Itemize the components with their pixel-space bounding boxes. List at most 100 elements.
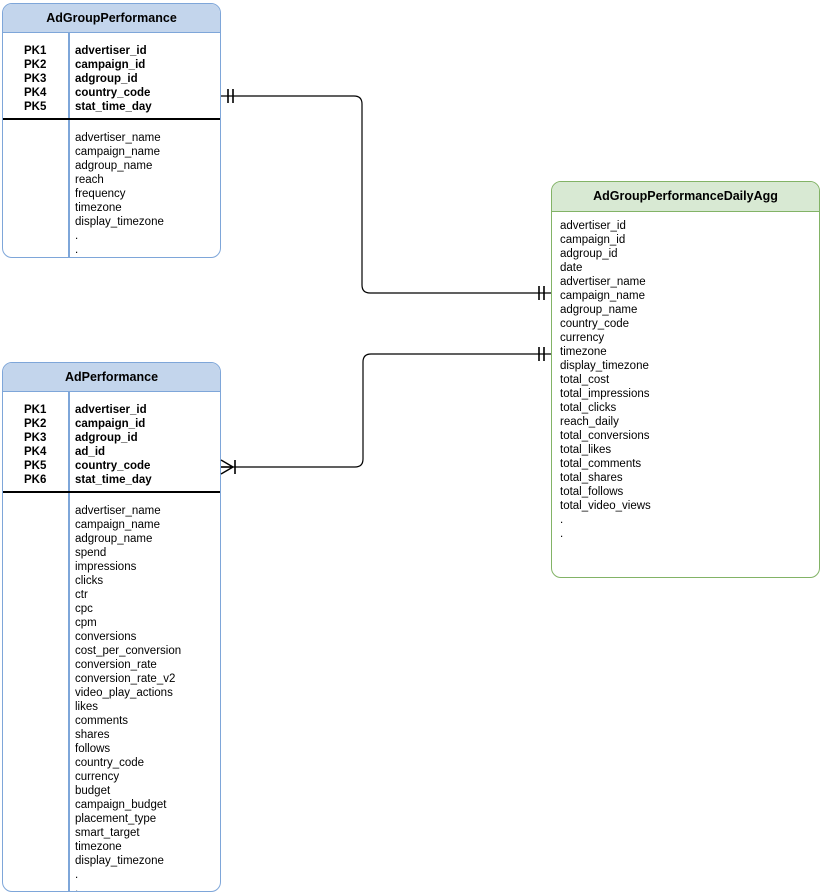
key-field: campaign_id xyxy=(75,59,146,71)
attribute-field: . xyxy=(560,514,564,526)
attribute-field: budget xyxy=(75,785,111,797)
attribute-field: conversion_rate xyxy=(75,659,157,671)
key-field: stat_time_day xyxy=(75,474,152,486)
attribute-field: advertiser_name xyxy=(75,132,161,144)
attribute-field: currency xyxy=(560,332,605,344)
attribute-field: total_likes xyxy=(560,444,612,456)
cardinality-one-and-only-one-icon xyxy=(538,347,545,361)
attribute-field: adgroup_id xyxy=(560,248,618,260)
key-field: country_code xyxy=(75,460,151,472)
pk-label: PK2 xyxy=(24,59,47,71)
key-field: advertiser_id xyxy=(75,404,147,416)
attribute-field: frequency xyxy=(75,188,126,200)
relationship-line xyxy=(221,353,551,468)
attribute-field: campaign_name xyxy=(560,290,646,302)
attribute-field: . xyxy=(75,883,79,892)
key-field: campaign_id xyxy=(75,418,146,430)
attribute-field: comments xyxy=(75,715,129,727)
attribute-field: spend xyxy=(75,547,107,559)
attribute-field: campaign_id xyxy=(560,234,626,246)
pk-label: PK2 xyxy=(24,418,47,430)
attribute-field: total_shares xyxy=(560,472,623,484)
attribute-field: video_play_actions xyxy=(75,687,173,699)
key-field: advertiser_id xyxy=(75,45,147,57)
attribute-field: display_timezone xyxy=(75,216,164,228)
attribute-field: conversions xyxy=(75,631,137,643)
attribute-field: total_clicks xyxy=(560,402,617,414)
attribute-field: country_code xyxy=(560,318,630,330)
pk-label: PK1 xyxy=(24,404,47,416)
relationship-adgroup-to-agg[interactable] xyxy=(221,89,551,300)
key-attribute-separator xyxy=(3,118,220,120)
pk-label: PK3 xyxy=(24,73,47,85)
attribute-field: likes xyxy=(75,701,99,713)
attribute-field: display_timezone xyxy=(560,360,649,372)
attribute-field: advertiser_name xyxy=(75,505,161,517)
entity-title-adgroup-performance: AdGroupPerformance xyxy=(3,4,220,33)
key-field: ad_id xyxy=(75,446,106,458)
entity-title-adgroup-performance-daily-agg: AdGroupPerformanceDailyAgg xyxy=(552,182,819,212)
attribute-field: campaign_name xyxy=(75,519,161,531)
cardinality-one-and-only-one-icon xyxy=(227,89,234,103)
attribute-field: timezone xyxy=(75,202,122,214)
attribute-field: date xyxy=(560,262,583,274)
attribute-field: smart_target xyxy=(75,827,140,839)
attribute-field: shares xyxy=(75,729,110,741)
attribute-field: campaign_name xyxy=(75,146,161,158)
attribute-field: advertiser_id xyxy=(560,220,626,232)
pk-label: PK5 xyxy=(24,101,47,113)
pk-label: PK4 xyxy=(24,446,47,458)
attribute-field: . xyxy=(560,528,564,540)
pk-label: PK5 xyxy=(24,460,47,472)
key-field: adgroup_id xyxy=(75,73,138,85)
attribute-field: total_follows xyxy=(560,486,624,498)
attribute-field: total_comments xyxy=(560,458,642,470)
attribute-field: campaign_budget xyxy=(75,799,167,811)
key-attribute-separator xyxy=(3,491,220,493)
entity-adgroup-performance[interactable]: AdGroupPerformance PK1 advertiser_id PK2… xyxy=(2,3,221,258)
relationship-line xyxy=(221,95,551,294)
entity-body-adgroup-performance-daily-agg: advertiser_id campaign_id adgroup_id dat… xyxy=(552,212,819,577)
attribute-field: clicks xyxy=(75,575,104,587)
pk-label: PK4 xyxy=(24,87,47,99)
attribute-field: . xyxy=(75,244,79,256)
pk-label: PK3 xyxy=(24,432,47,444)
attribute-field: reach xyxy=(75,174,104,186)
attribute-field: adgroup_name xyxy=(75,160,153,172)
key-field: country_code xyxy=(75,87,151,99)
attribute-field: . xyxy=(75,230,79,242)
attribute-field: conversion_rate_v2 xyxy=(75,673,176,685)
attribute-field: advertiser_name xyxy=(560,276,646,288)
attribute-field: cost_per_conversion xyxy=(75,645,182,657)
attribute-field: . xyxy=(75,869,79,881)
attribute-field: timezone xyxy=(75,841,122,853)
relationship-ad-to-agg[interactable] xyxy=(220,347,551,475)
attribute-field: total_conversions xyxy=(560,430,650,442)
attribute-field: currency xyxy=(75,771,120,783)
attribute-field: placement_type xyxy=(75,813,157,825)
pk-column-divider xyxy=(68,392,70,891)
attribute-field: ctr xyxy=(75,589,88,601)
attribute-field: display_timezone xyxy=(75,855,164,867)
pk-label: PK6 xyxy=(24,474,47,486)
entity-body-adgroup-performance: PK1 advertiser_id PK2 campaign_id PK3 ad… xyxy=(3,33,220,257)
attribute-field: total_video_views xyxy=(560,500,651,512)
key-field: stat_time_day xyxy=(75,101,152,113)
attribute-field: adgroup_name xyxy=(75,533,153,545)
attribute-field: timezone xyxy=(560,346,607,358)
entity-adgroup-performance-daily-agg[interactable]: AdGroupPerformanceDailyAgg advertiser_id… xyxy=(551,181,820,578)
attribute-field: country_code xyxy=(75,757,145,769)
cardinality-one-or-many-crowsfoot-icon xyxy=(220,459,236,475)
attribute-field: total_cost xyxy=(560,374,610,386)
attribute-field: cpc xyxy=(75,603,93,615)
attribute-field: reach_daily xyxy=(560,416,619,428)
cardinality-one-and-only-one-icon xyxy=(538,286,545,300)
entity-ad-performance[interactable]: AdPerformance PK1 advertiser_id PK2 camp… xyxy=(2,362,221,892)
attribute-field: impressions xyxy=(75,561,137,573)
pk-column-divider xyxy=(68,33,70,257)
attribute-field: adgroup_name xyxy=(560,304,638,316)
attribute-field: cpm xyxy=(75,617,97,629)
entity-body-ad-performance: PK1 advertiser_id PK2 campaign_id PK3 ad… xyxy=(3,392,220,891)
pk-label: PK1 xyxy=(24,45,47,57)
